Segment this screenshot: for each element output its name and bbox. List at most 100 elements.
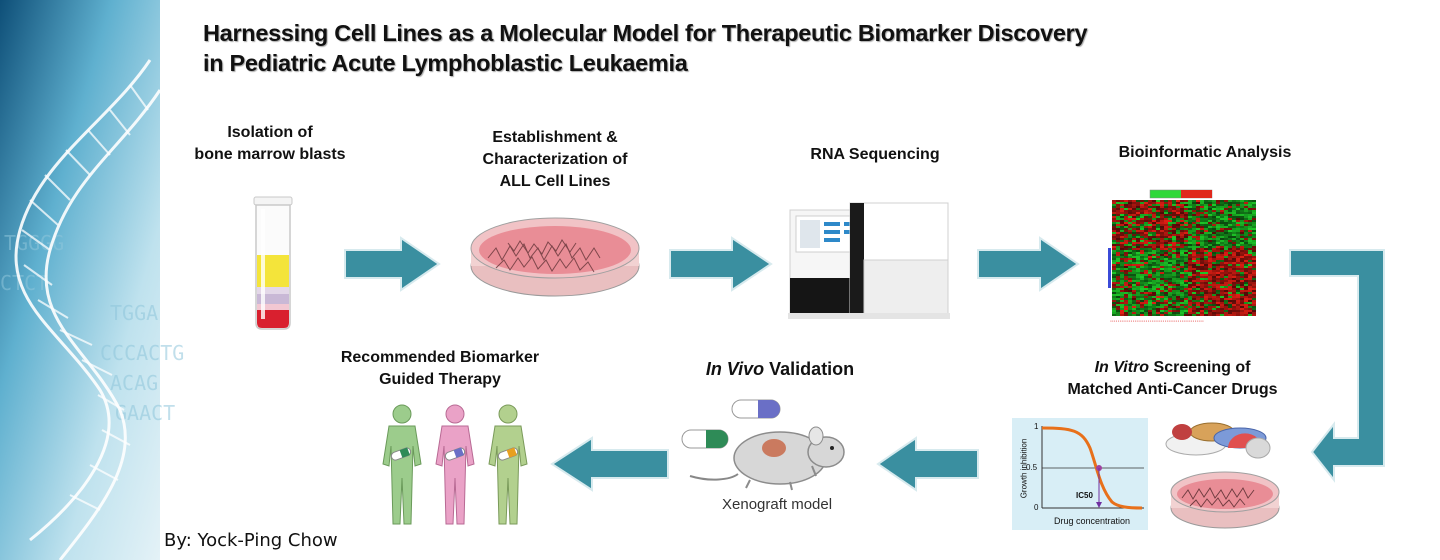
heatmap-cell <box>1252 252 1256 254</box>
heatmap-cell <box>1172 232 1176 234</box>
heatmap-cell <box>1156 206 1160 208</box>
heatmap-cell <box>1152 244 1156 246</box>
heatmap-cell <box>1212 250 1216 252</box>
heatmap-cell <box>1160 254 1164 256</box>
heatmap-cell <box>1252 286 1256 288</box>
heatmap-cell <box>1196 294 1200 296</box>
heatmap-cell <box>1244 230 1248 232</box>
heatmap-cell <box>1236 270 1240 272</box>
heatmap-cell <box>1184 262 1188 264</box>
heatmap-cell <box>1132 256 1136 258</box>
heatmap-cell <box>1160 278 1164 280</box>
heatmap-cell <box>1164 260 1168 262</box>
heatmap-cell <box>1232 284 1236 286</box>
heatmap-cell <box>1180 248 1184 250</box>
heatmap-cell <box>1244 270 1248 272</box>
heatmap-cell <box>1240 210 1244 212</box>
heatmap-cell <box>1244 214 1248 216</box>
heatmap-cell <box>1204 252 1208 254</box>
heatmap-cell <box>1188 280 1192 282</box>
heatmap-cell <box>1252 236 1256 238</box>
heatmap-cell <box>1120 272 1124 274</box>
heatmap-cell <box>1128 312 1132 314</box>
heatmap-cell <box>1228 260 1232 262</box>
heatmap-cell <box>1112 222 1116 224</box>
heatmap-cell <box>1220 282 1224 284</box>
heatmap-cell <box>1116 268 1120 270</box>
heatmap-cell <box>1200 242 1204 244</box>
heatmap-cell <box>1208 242 1212 244</box>
heatmap-cell <box>1132 266 1136 268</box>
heatmap-cell <box>1124 314 1128 316</box>
heatmap-cell <box>1236 214 1240 216</box>
heatmap-cell <box>1252 292 1256 294</box>
heatmap-cell <box>1144 208 1148 210</box>
heatmap-cell <box>1164 282 1168 284</box>
heatmap-cell <box>1176 246 1180 248</box>
heatmap-cell <box>1236 244 1240 246</box>
heatmap-cell <box>1232 234 1236 236</box>
heatmap-cell <box>1192 272 1196 274</box>
heatmap-cell <box>1228 208 1232 210</box>
heatmap-cell <box>1136 276 1140 278</box>
heatmap-cell <box>1132 298 1136 300</box>
heatmap-cell <box>1232 238 1236 240</box>
heatmap-cell <box>1248 310 1252 312</box>
heatmap-cell <box>1224 260 1228 262</box>
heatmap-cell <box>1248 216 1252 218</box>
heatmap-cell <box>1172 290 1176 292</box>
heatmap-cell <box>1208 312 1212 314</box>
heatmap-cell <box>1180 208 1184 210</box>
heatmap-cell <box>1152 258 1156 260</box>
heatmap-cell <box>1220 226 1224 228</box>
heatmap-cell <box>1248 260 1252 262</box>
heatmap-cell <box>1252 212 1256 214</box>
heatmap-cell <box>1240 296 1244 298</box>
heatmap-cell <box>1116 292 1120 294</box>
heatmap-cell <box>1172 202 1176 204</box>
heatmap-cell <box>1232 290 1236 292</box>
heatmap-cell <box>1244 254 1248 256</box>
heatmap-cell <box>1224 234 1228 236</box>
heatmap-cell <box>1120 220 1124 222</box>
heatmap-cell <box>1136 258 1140 260</box>
heatmap-cell <box>1184 212 1188 214</box>
heatmap-cell <box>1244 250 1248 252</box>
heatmap-cell <box>1136 208 1140 210</box>
heatmap-cell <box>1160 290 1164 292</box>
heatmap-cell <box>1168 258 1172 260</box>
heatmap-cell <box>1240 314 1244 316</box>
heatmap-cell <box>1220 288 1224 290</box>
heatmap-cell <box>1212 228 1216 230</box>
heatmap-cell <box>1232 286 1236 288</box>
heatmap-cell <box>1116 298 1120 300</box>
heatmap-cell <box>1152 210 1156 212</box>
heatmap-cell <box>1232 208 1236 210</box>
heatmap-cell <box>1224 202 1228 204</box>
heatmap-cell <box>1128 210 1132 212</box>
heatmap-cell <box>1156 204 1160 206</box>
heatmap-cell <box>1236 306 1240 308</box>
heatmap-cell <box>1196 298 1200 300</box>
heatmap-cell <box>1140 288 1144 290</box>
heatmap-cell <box>1236 264 1240 266</box>
heatmap-cell <box>1168 204 1172 206</box>
heatmap-cell <box>1136 202 1140 204</box>
heatmap-cell <box>1120 252 1124 254</box>
heatmap-cell <box>1116 314 1120 316</box>
heatmap-cell <box>1128 234 1132 236</box>
heatmap-cell <box>1244 304 1248 306</box>
heatmap-cell <box>1160 214 1164 216</box>
heatmap-cell <box>1216 290 1220 292</box>
heatmap-cell <box>1152 246 1156 248</box>
heatmap-cell <box>1172 286 1176 288</box>
heatmap-cell <box>1220 212 1224 214</box>
heatmap-cell <box>1196 230 1200 232</box>
heatmap-cell <box>1208 290 1212 292</box>
heatmap-cell <box>1192 212 1196 214</box>
heatmap-cell <box>1208 288 1212 290</box>
heatmap-cell <box>1120 280 1124 282</box>
heatmap-cell <box>1188 260 1192 262</box>
heatmap-cell <box>1236 230 1240 232</box>
heatmap-cell <box>1208 212 1212 214</box>
